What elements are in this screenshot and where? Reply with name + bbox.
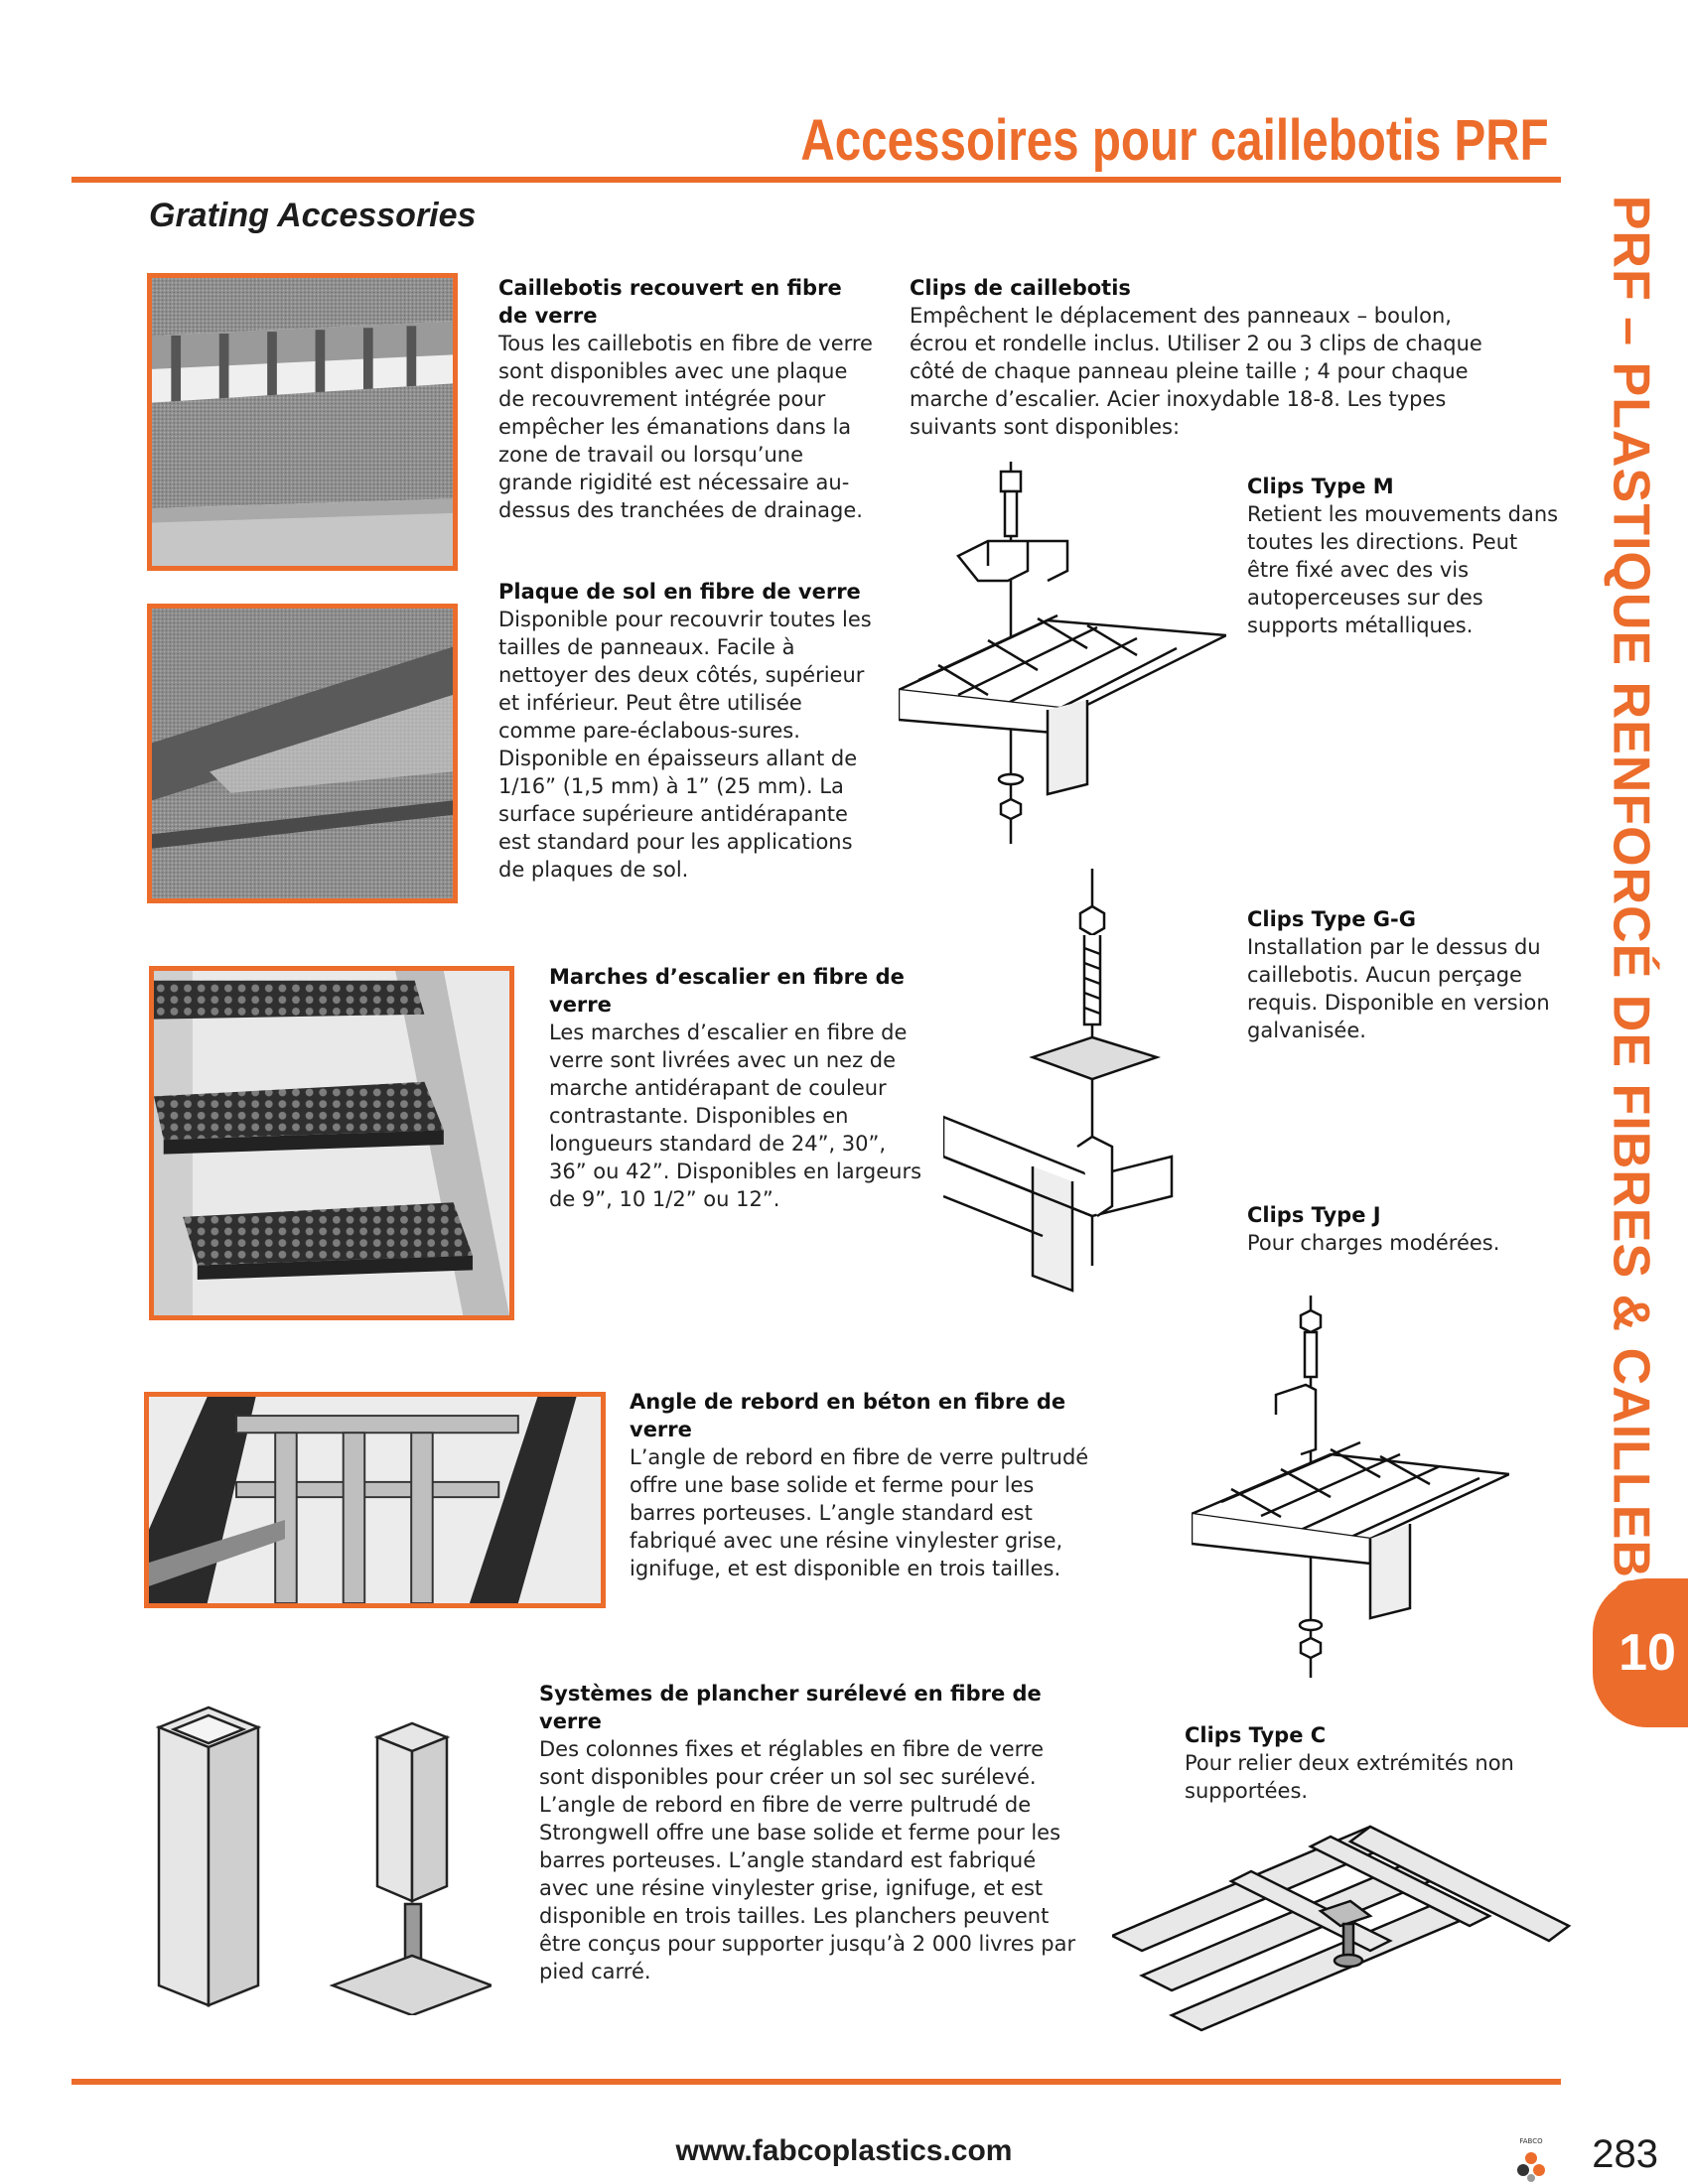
page-title: Accessoires pour caillebotis PRF (800, 108, 1549, 173)
footer-url[interactable]: www.fabcoplastics.com (675, 2134, 1013, 2167)
clip-c-title: Clips Type C (1185, 1723, 1327, 1747)
embedment-angle-body: L’angle de rebord en fibre de verre pult… (630, 1445, 1089, 1580)
covered-grating-photo (147, 273, 458, 571)
chapter-side-label: PRF – PLASTIQUE RENFORCÉ DE FIBRES & CAI… (1601, 196, 1660, 1704)
clip-gg-drawing (943, 869, 1192, 1296)
covered-grating-title: Caillebotis recouvert en fibre de verre (498, 276, 842, 328)
stair-treads-text: Marches d’escalier en fibre de verre Les… (549, 963, 926, 1213)
page-number: 283 (1592, 2132, 1658, 2176)
covered-grating-body: Tous les caillebotis en fibre de verre s… (498, 332, 873, 522)
raised-floor-drawing (149, 1688, 492, 2015)
chapter-tab: 10 (1593, 1578, 1688, 1727)
clip-c-drawing (1112, 1807, 1579, 2035)
logo-text: FABCO (1519, 2137, 1543, 2145)
stair-treads-body: Les marches d’escalier en fibre de verre… (549, 1021, 922, 1211)
raised-floor-title: Systèmes de plancher surélevé en fibre d… (539, 1682, 1042, 1733)
stair-treads-photo (149, 966, 514, 1320)
stair-treads-title: Marches d’escalier en fibre de verre (549, 965, 905, 1017)
floor-plate-title: Plaque de sol en fibre de verre (498, 580, 861, 604)
fabco-logo: FABCO (1499, 2134, 1563, 2184)
floor-plate-text: Plaque de sol en fibre de verre Disponib… (498, 578, 881, 884)
clip-m-title: Clips Type M (1247, 475, 1394, 498)
raised-floor-body: Des colonnes fixes et réglables en fibre… (539, 1737, 1076, 1983)
floor-plate-photo (147, 604, 458, 903)
clip-m-body: Retient les mouvements dans toutes les d… (1247, 502, 1559, 637)
header-rule (71, 177, 1561, 183)
raised-floor-text: Systèmes de plancher surélevé en fibre d… (539, 1680, 1080, 1985)
clip-c-body: Pour relier deux extrémités non supporté… (1185, 1751, 1514, 1803)
page-subtitle: Grating Accessories (149, 197, 477, 234)
clip-gg-text: Clips Type G-G Installation par le dessu… (1247, 905, 1565, 1044)
clips-intro-text: Clips de caillebotis Empêchent le déplac… (910, 274, 1505, 441)
clip-j-text: Clips Type J Pour charges modérées. (1247, 1201, 1565, 1257)
clip-j-title: Clips Type J (1247, 1203, 1381, 1227)
floor-plate-body: Disponible pour recouvrir toutes les tai… (498, 608, 872, 882)
covered-grating-text: Caillebotis recouvert en fibre de verre … (498, 274, 876, 524)
clips-body: Empêchent le déplacement des panneaux – … (910, 304, 1482, 439)
embedment-angle-photo (144, 1392, 606, 1608)
embedment-angle-text: Angle de rebord en béton en fibre de ver… (630, 1388, 1106, 1582)
embedment-angle-title: Angle de rebord en béton en fibre de ver… (630, 1390, 1066, 1441)
footer-rule (71, 2079, 1561, 2085)
chapter-side-label-text: PRF – PLASTIQUE RENFORCÉ DE FIBRES & CAI… (1602, 195, 1659, 1704)
clip-j-body: Pour charges modérées. (1247, 1231, 1500, 1255)
clip-gg-title: Clips Type G-G (1247, 907, 1416, 931)
clips-title: Clips de caillebotis (910, 276, 1131, 300)
clip-m-text: Clips Type M Retient les mouvements dans… (1247, 473, 1565, 639)
clip-c-text: Clips Type C Pour relier deux extrémités… (1185, 1721, 1542, 1805)
clip-j-drawing (1192, 1296, 1509, 1683)
clip-m-drawing (899, 462, 1226, 844)
clip-gg-body: Installation par le dessus du cailleboti… (1247, 935, 1550, 1042)
